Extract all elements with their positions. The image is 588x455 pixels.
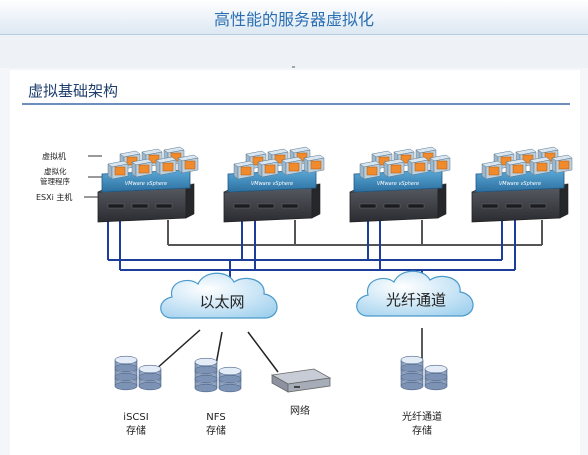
nfs-storage-icon <box>194 357 242 393</box>
vm-cube <box>481 160 503 180</box>
vm-cube <box>529 156 551 176</box>
vsphere-label: VMware vSphere <box>125 181 167 187</box>
page-title: 高性能的服务器虚拟化 <box>213 10 374 29</box>
nfs-label-1: NFS <box>206 412 225 423</box>
storage <box>114 355 448 393</box>
title-rule <box>22 103 570 105</box>
vsphere-label: VMware vSphere <box>499 181 541 187</box>
network-label: 网络 <box>290 404 310 417</box>
vm-cube <box>359 160 381 180</box>
top-gap <box>0 35 588 68</box>
ethernet-cloud: 以太网 <box>160 272 278 319</box>
network-appliance-icon <box>270 368 332 393</box>
esxi-host-2: VMware vSphere <box>223 146 325 223</box>
vm-cube <box>233 160 255 180</box>
fc-label-1: 光纤通道 <box>402 410 442 423</box>
section-title: 虚拟基础架构 <box>28 82 119 100</box>
legend-hypervisor-1: 虚拟化 <box>44 166 67 176</box>
vsphere-label: VMware vSphere <box>377 181 419 187</box>
vm-cube <box>551 154 573 174</box>
vsphere-label: VMware vSphere <box>251 181 293 187</box>
esxi-hosts: VMware vSphere VMware vSphere VMware vSphe… <box>97 146 573 223</box>
esxi-host-3: VMware vSphere <box>349 146 451 223</box>
legend-vm: 虚拟机 <box>42 151 66 161</box>
title-bar: 高性能的服务器虚拟化 <box>0 0 588 35</box>
esxi-host-4: VMware vSphere <box>471 146 573 223</box>
iscsi-label-2: 存储 <box>126 424 146 437</box>
legend-hypervisor-2: 管理程序 <box>40 176 70 186</box>
nfs-label-2: 存储 <box>206 424 226 437</box>
legend-esxi: ESXi 主机 <box>36 192 72 202</box>
legend: 虚拟机 虚拟化 管理程序 ESXi 主机 <box>36 151 102 202</box>
vm-cube <box>155 156 177 176</box>
vm-cube <box>429 154 451 174</box>
vm-cube <box>177 154 199 174</box>
vm-cube <box>303 154 325 174</box>
marker-dot <box>292 66 295 68</box>
vm-cube <box>383 158 405 178</box>
vm-cube <box>131 158 153 178</box>
fc-label-2: 存储 <box>412 424 432 437</box>
iscsi-label-1: iSCSI <box>123 412 148 423</box>
links <box>107 220 543 373</box>
vm-cube <box>257 158 279 178</box>
vm-cube <box>281 156 303 176</box>
iscsi-storage-icon <box>114 355 162 391</box>
vm-cube <box>505 158 527 178</box>
fibre-cloud: 光纤通道 <box>356 270 474 317</box>
virtual-infrastructure-diagram: 虚拟机 虚拟化 管理程序 ESXi 主机 <box>36 146 573 437</box>
vm-cube <box>407 156 429 176</box>
storage-labels: iSCSI 存储 NFS 存储 网络 光纤通道 存储 <box>123 404 442 437</box>
esxi-host-1: VMware vSphere <box>97 146 199 223</box>
fc-storage-icon <box>400 355 448 391</box>
fibre-label: 光纤通道 <box>386 291 446 309</box>
vm-cube <box>107 160 129 180</box>
ethernet-label: 以太网 <box>199 293 244 311</box>
diagram-slide: 虚拟基础架构 虚拟机 虚拟化 管理 <box>10 70 580 455</box>
